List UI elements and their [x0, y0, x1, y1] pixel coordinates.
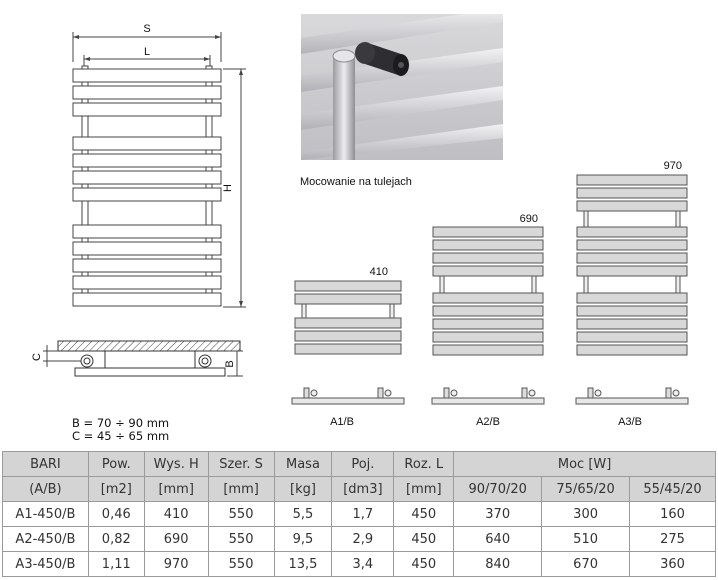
- table-row: A1-450/B 0,46 410 550 5,5 1,7 450 370 30…: [2, 501, 716, 527]
- table-cell: 275: [629, 526, 716, 552]
- header-cell: BARI: [2, 451, 89, 477]
- header-cell: Poj.: [331, 451, 395, 477]
- mounting-photo: [301, 14, 503, 160]
- table-cell: 9,5: [273, 526, 333, 552]
- unit-cell: [mm]: [207, 476, 275, 502]
- table-cell: A3-450/B: [2, 551, 89, 577]
- unit-cell: 55/45/20: [629, 476, 716, 502]
- table-cell: 970: [143, 551, 209, 577]
- table-units-row: (A/B) [m2] [mm] [mm] [kg] [dm3] [mm] 90/…: [2, 476, 716, 502]
- unit-cell: [dm3]: [331, 476, 395, 502]
- table-header-row: BARI Pow. Wys. H Szer. S Masa Poj. Roz. …: [2, 451, 716, 477]
- table-cell: 3,4: [331, 551, 395, 577]
- table-cell: 550: [207, 526, 275, 552]
- note-c: C = 45 ÷ 65 mm: [72, 429, 170, 443]
- radiator-front-drawing: S L H: [72, 23, 246, 308]
- unit-cell: [mm]: [143, 476, 209, 502]
- note-b: B = 70 ÷ 90 mm: [72, 416, 170, 430]
- table-row: A2-450/B 0,82 690 550 9,5 2,9 450 640 51…: [2, 526, 716, 552]
- dim-l-label: L: [144, 46, 150, 58]
- header-cell: Szer. S: [207, 451, 275, 477]
- unit-cell: (A/B): [2, 476, 89, 502]
- table-cell: 0,46: [87, 501, 145, 527]
- table-cell: 0,82: [87, 526, 145, 552]
- variant-a2-label: A2/B: [476, 416, 500, 428]
- radiator-side-section: C B: [31, 340, 243, 377]
- variant-a1-label: A1/B: [330, 416, 354, 428]
- variant-a3-height: 970: [664, 160, 682, 172]
- table-row: A3-450/B 1,11 970 550 13,5 3,4 450 840 6…: [2, 551, 716, 577]
- table-cell: 300: [541, 501, 631, 527]
- table-cell: 360: [629, 551, 716, 577]
- variant-a1-height: 410: [370, 266, 388, 278]
- dim-c-label: C: [31, 353, 43, 361]
- table-cell: 410: [143, 501, 209, 527]
- unit-cell: [m2]: [87, 476, 145, 502]
- unit-cell: 90/70/20: [453, 476, 543, 502]
- unit-cell: 75/65/20: [541, 476, 631, 502]
- header-cell-power: Moc [W]: [453, 451, 716, 477]
- table-cell: 5,5: [273, 501, 333, 527]
- variant-a1: 410 A1/B: [291, 266, 405, 428]
- header-cell: Roz. L: [393, 451, 455, 477]
- table-cell: 450: [393, 526, 455, 552]
- variant-a3-label: A3/B: [618, 416, 642, 428]
- table-cell: 690: [143, 526, 209, 552]
- variant-a2: 690 A2/B: [431, 213, 545, 428]
- table-cell: 1,7: [331, 501, 395, 527]
- table-cell: 510: [541, 526, 631, 552]
- table-cell: 160: [629, 501, 716, 527]
- dim-h-label: H: [222, 184, 234, 192]
- variant-a3: 970 A3/B: [575, 160, 689, 428]
- table-cell: A1-450/B: [2, 501, 89, 527]
- table-cell: 640: [453, 526, 543, 552]
- table-cell: A2-450/B: [2, 526, 89, 552]
- dim-s-label: S: [143, 23, 150, 35]
- unit-cell: [mm]: [393, 476, 455, 502]
- mounting-notes: B = 70 ÷ 90 mm C = 45 ÷ 65 mm: [72, 417, 169, 443]
- header-cell: Wys. H: [143, 451, 209, 477]
- spec-table: BARI Pow. Wys. H Szer. S Masa Poj. Roz. …: [2, 451, 716, 577]
- table-cell: 450: [393, 501, 455, 527]
- photo-caption: Mocowanie na tulejach: [300, 176, 412, 188]
- table-cell: 2,9: [331, 526, 395, 552]
- header-cell: Pow.: [87, 451, 145, 477]
- header-cell: Masa: [273, 451, 333, 477]
- table-cell: 550: [207, 501, 275, 527]
- variant-a2-height: 690: [520, 213, 538, 225]
- dim-b-label: B: [224, 360, 236, 367]
- table-cell: 840: [453, 551, 543, 577]
- table-cell: 370: [453, 501, 543, 527]
- table-cell: 550: [207, 551, 275, 577]
- table-cell: 670: [541, 551, 631, 577]
- table-cell: 450: [393, 551, 455, 577]
- table-cell: 1,11: [87, 551, 145, 577]
- variant-drawings: 410 A1/B 690: [291, 160, 689, 428]
- unit-cell: [kg]: [273, 476, 333, 502]
- table-cell: 13,5: [273, 551, 333, 577]
